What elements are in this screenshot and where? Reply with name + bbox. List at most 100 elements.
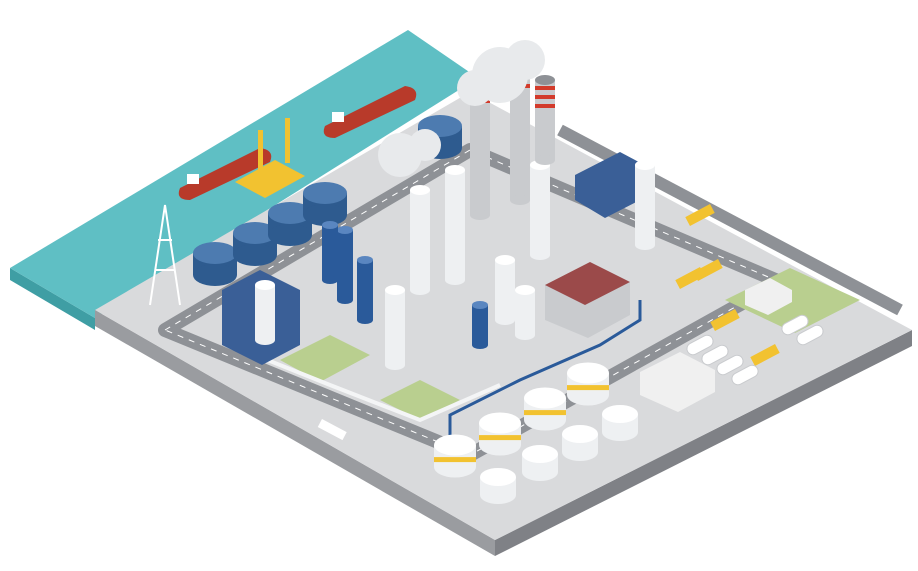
distillation-column <box>255 285 275 340</box>
distillation-column-base <box>635 240 655 250</box>
horizontal-tank <box>716 354 744 376</box>
horizontal-tank <box>686 334 714 356</box>
ship <box>323 86 417 138</box>
white-storage-tank-band <box>524 410 566 416</box>
distillation-column <box>635 165 655 245</box>
chimney <box>470 75 490 215</box>
chimney-base <box>470 210 490 220</box>
tanker-truck <box>693 259 723 281</box>
blue-storage-tank-top <box>268 202 312 224</box>
blue-building <box>575 152 650 218</box>
blue-column-top <box>472 301 488 309</box>
horizontal-tank <box>796 324 824 346</box>
distillation-column <box>445 170 465 280</box>
blue-storage-tank-top <box>303 182 347 204</box>
factory-building <box>640 352 715 412</box>
horizontal-tank <box>701 344 729 366</box>
distillation-column-base <box>385 360 405 370</box>
white-storage-tank-band <box>479 435 521 441</box>
tanker-truck <box>750 344 780 366</box>
white-storage-tank-top <box>434 434 476 456</box>
chimney-stripe <box>535 86 555 90</box>
blue-column <box>322 225 338 280</box>
crane <box>258 130 263 175</box>
chimney <box>535 80 555 160</box>
blue-column-base <box>322 276 338 284</box>
tanker-truck <box>317 419 347 441</box>
pier <box>235 160 305 198</box>
ship-bridge <box>187 174 199 184</box>
distillation-column <box>385 290 405 365</box>
white-storage-tank-base <box>562 443 598 461</box>
distillation-column-base <box>495 315 515 325</box>
white-storage-tank-band <box>567 385 609 391</box>
chimney-stripe <box>535 104 555 108</box>
blue-column-base <box>472 341 488 349</box>
blue-storage-tank-base <box>233 244 277 266</box>
blue-column-base <box>337 296 353 304</box>
distillation-column <box>530 165 550 255</box>
blue-storage-tank-top <box>193 242 237 264</box>
white-storage-tank-base <box>480 486 516 504</box>
blue-column-top <box>337 226 353 234</box>
distillation-column <box>495 260 515 320</box>
chimney-base <box>535 155 555 165</box>
white-storage-tank-band <box>434 457 476 463</box>
smoke-cloud <box>457 70 493 106</box>
distillation-column-top <box>410 185 430 195</box>
smoke-cloud <box>505 40 545 80</box>
ship <box>178 148 272 200</box>
white-storage-tank-top <box>479 412 521 434</box>
distillation-column <box>410 190 430 290</box>
blue-storage-tank-base <box>268 224 312 246</box>
white-storage-tank-top <box>602 405 638 423</box>
platform-side-right <box>495 330 912 556</box>
distillation-column-top <box>385 285 405 295</box>
white-storage-tank-base <box>602 423 638 441</box>
tanker-truck <box>710 309 740 331</box>
blue-column <box>472 305 488 345</box>
road-center-line <box>163 149 782 456</box>
blue-storage-tank-top <box>233 222 277 244</box>
blue-column-top <box>357 256 373 264</box>
distillation-column-top <box>495 255 515 265</box>
white-storage-tank-top <box>522 445 558 463</box>
distillation-column-base <box>255 335 275 345</box>
horizontal-tank <box>781 314 809 336</box>
blue-column <box>357 260 373 320</box>
chimney-base <box>510 195 530 205</box>
distillation-column-base <box>410 285 430 295</box>
chimney-top <box>535 75 555 85</box>
distillation-column-top <box>445 165 465 175</box>
chimney-stripe <box>535 95 555 99</box>
white-storage-tank-top <box>480 468 516 486</box>
blue-column-base <box>357 316 373 324</box>
smoke-cloud <box>409 129 441 161</box>
pipe-blue <box>448 300 642 440</box>
ship-bridge <box>332 112 344 122</box>
white-storage-tank-base <box>522 463 558 481</box>
blue-column-top <box>322 221 338 229</box>
grass-patch <box>280 335 370 382</box>
white-storage-tank-top <box>562 425 598 443</box>
sea-side <box>10 268 95 330</box>
oil-derrick <box>149 204 181 306</box>
pipe-white <box>229 343 501 423</box>
platform-side-left <box>95 310 495 556</box>
blue-storage-tank-base <box>193 264 237 286</box>
horizontal-tank <box>731 364 759 386</box>
blue-storage-tank-base <box>303 204 347 226</box>
crane <box>285 118 290 163</box>
white-storage-tank-top <box>567 362 609 384</box>
distillation-column-base <box>515 330 535 340</box>
white-storage-tank-top <box>524 387 566 409</box>
distillation-column-top <box>635 160 655 170</box>
distillation-column-top <box>255 280 275 290</box>
distillation-column-base <box>530 250 550 260</box>
blue-column <box>337 230 353 300</box>
small-building <box>745 278 792 315</box>
distillation-column <box>515 290 535 335</box>
warehouse-roof <box>545 262 630 305</box>
tanker-truck <box>685 204 715 226</box>
